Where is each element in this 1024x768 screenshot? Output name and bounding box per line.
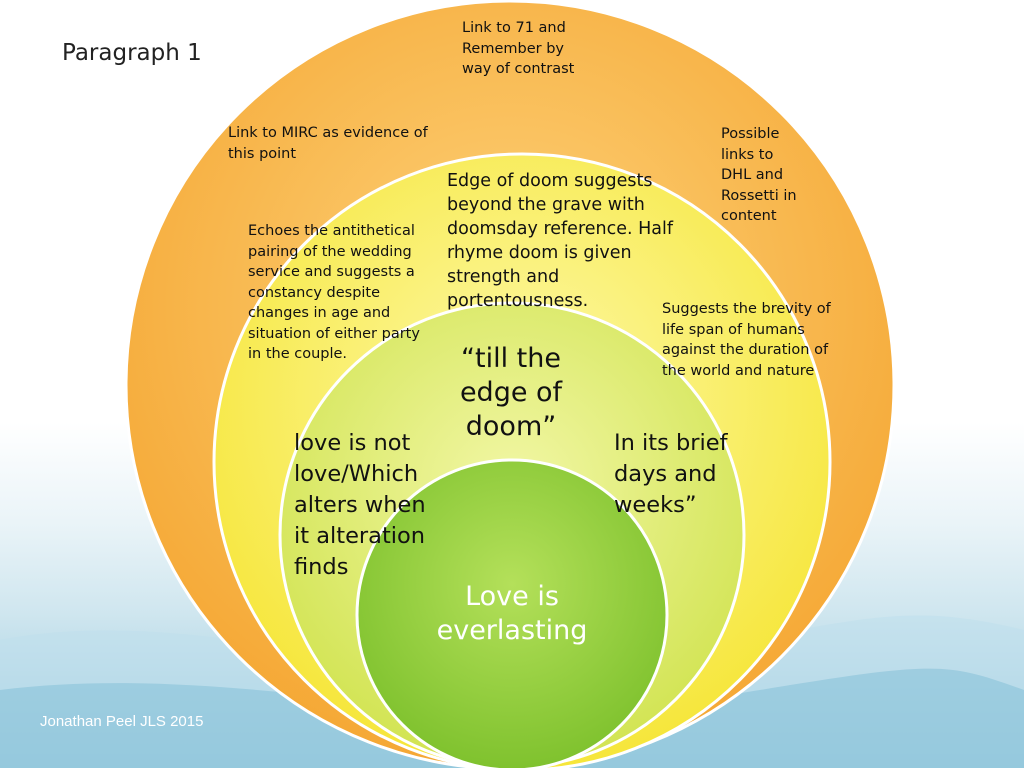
footer-credit: Jonathan Peel JLS 2015 — [40, 713, 204, 730]
note-echoes: Echoes the antithetical pairing of the w… — [248, 223, 420, 362]
core-circle — [355, 458, 669, 768]
core-love-everlasting: Love is everlasting — [436, 581, 588, 646]
note-possible-links: Possible links to DHL and Rossetti in co… — [721, 126, 797, 224]
quote-till-edge-of-doom: “till the edge of doom” — [459, 343, 563, 442]
note-edge-of-doom: Edge of doom suggests beyond the grave w… — [447, 171, 674, 311]
quote-love-not-love: love is not love/Which alters when it al… — [294, 430, 426, 580]
note-link-71: Link to 71 and Remember by way of contra… — [462, 20, 575, 77]
slide-title: Paragraph 1 — [62, 40, 202, 66]
note-link-mirc: Link to MIRC as evidence of this point — [228, 125, 428, 162]
note-brevity: Suggests the brevity of life span of hum… — [662, 301, 831, 379]
quote-brief-days: In its brief days and weeks” — [614, 430, 728, 518]
